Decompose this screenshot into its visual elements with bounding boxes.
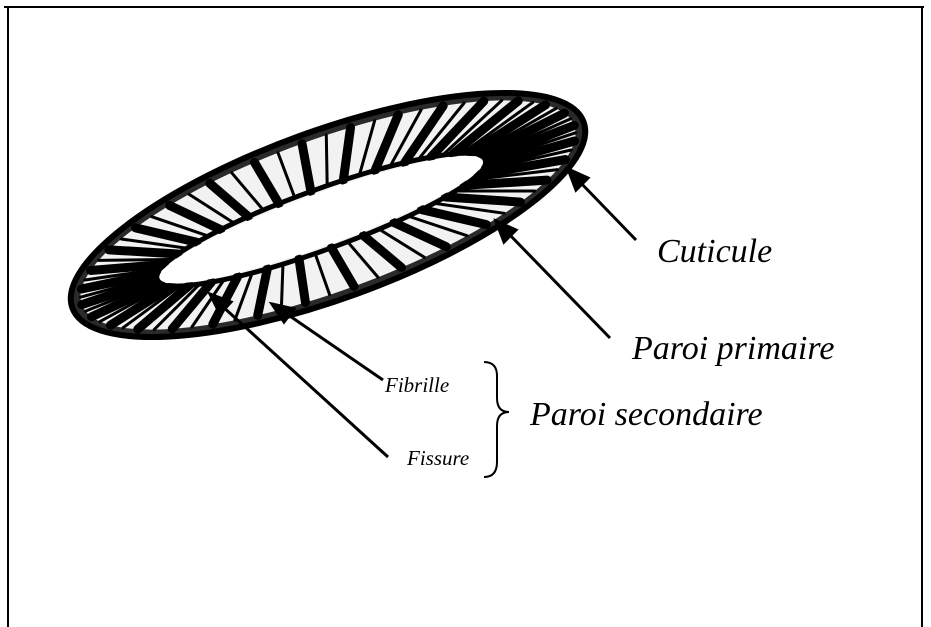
fiber-ring: [44, 43, 613, 387]
fibrille-label: Fibrille: [384, 373, 449, 397]
paroi-primaire-label: Paroi primaire: [631, 330, 834, 367]
paroi-primaire-arrow: [496, 221, 610, 338]
paroi-secondaire-brace: [484, 362, 509, 477]
fissure-label: Fissure: [406, 446, 469, 470]
cuticule-label: Cuticule: [657, 233, 772, 270]
paroi-secondaire-label: Paroi secondaire: [529, 396, 763, 433]
cuticule-arrow: [568, 169, 636, 240]
fissure-arrow: [210, 294, 388, 457]
